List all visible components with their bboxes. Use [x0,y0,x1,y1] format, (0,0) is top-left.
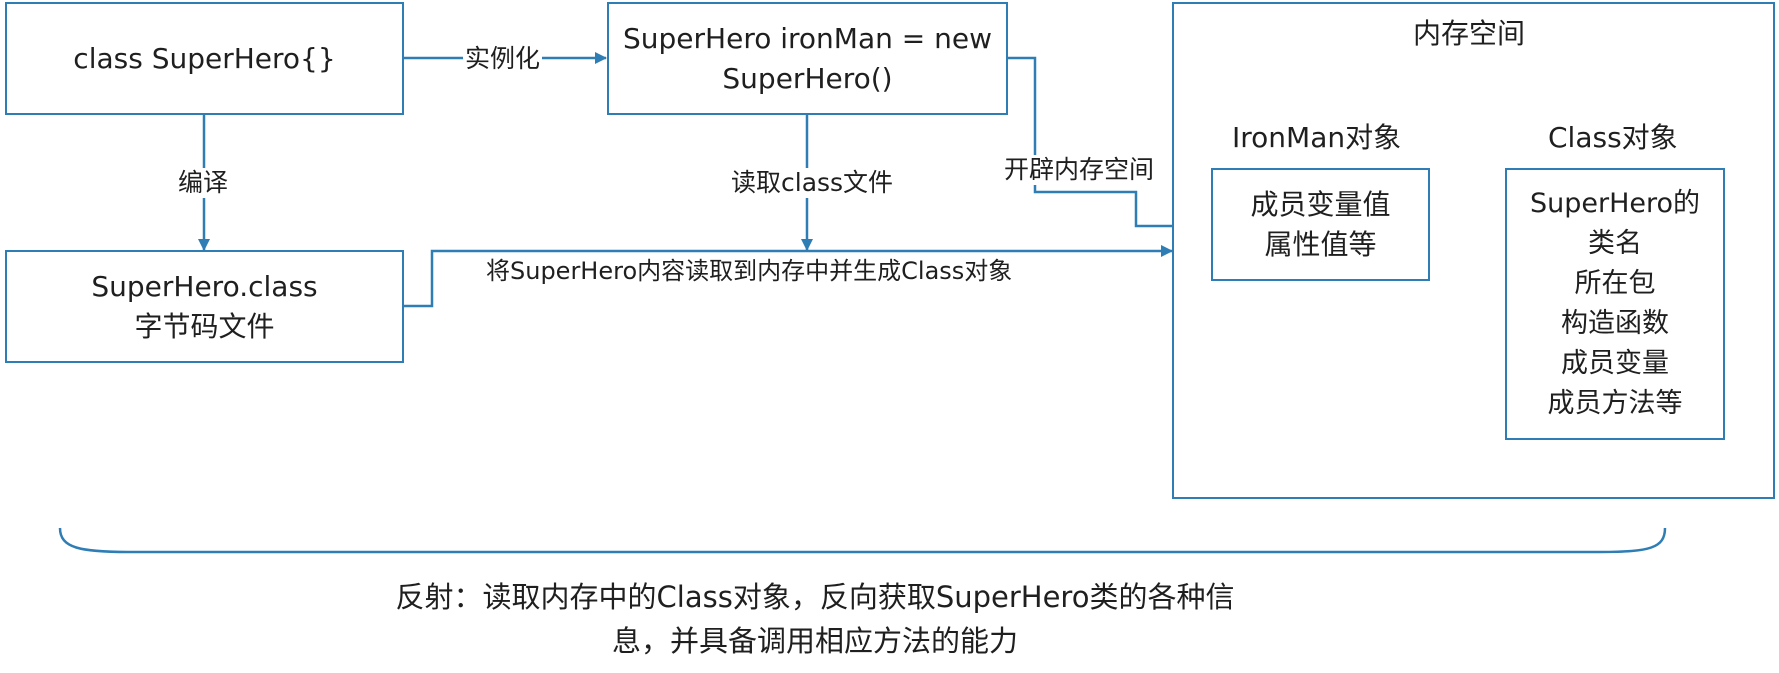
label-read-class-file: 读取class文件 [729,168,896,198]
instantiation-box: SuperHero ironMan = new SuperHero() [607,2,1008,115]
instantiation-text-line2: SuperHero() [722,61,893,95]
label-load-to-memory: 将SuperHero内容读取到内存中并生成Class对象 [486,256,1013,286]
label-instantiate: 实例化 [463,44,543,74]
class-object-line: 所在包 [1574,268,1656,299]
caption-line1: 反射：读取内存中的Class对象，反向获取SuperHero类的各种信 [395,580,1235,614]
bytecode-text-line1: SuperHero.class [91,269,318,303]
class-object-line: 类名 [1588,228,1642,259]
reflection-caption: 反射：读取内存中的Class对象，反向获取SuperHero类的各种信 息，并具… [250,575,1380,663]
class-object-line: 构造函数 [1561,308,1669,339]
label-compile: 编译 [176,168,231,198]
ironman-object-box: 成员变量值 属性值等 [1211,168,1430,281]
class-definition-text: class SuperHero{} [73,41,336,75]
class-object-line: 成员变量 [1561,348,1669,379]
bottom-brace [58,527,1667,554]
arrow-load-to-memory [404,245,1173,308]
bytecode-box: SuperHero.class 字节码文件 [5,250,404,363]
label-allocate-memory: 开辟内存空间 [1002,155,1157,185]
class-object-line: SuperHero的 [1529,188,1701,219]
memory-space-title: 内存空间 [1413,17,1526,50]
bytecode-text-line2: 字节码文件 [134,309,275,343]
class-object-line: 成员方法等 [1547,388,1683,419]
ironman-object-line: 成员变量值 [1250,187,1391,221]
class-object-box: SuperHero的 类名 所在包 构造函数 成员变量 成员方法等 [1505,168,1725,440]
caption-line2: 息，并具备调用相应方法的能力 [611,624,1018,658]
arrow-allocate-memory [1008,56,1211,232]
ironman-object-title: IronMan对象 [1232,121,1402,154]
ironman-object-line: 属性值等 [1264,227,1377,261]
class-definition-box: class SuperHero{} [5,2,404,115]
class-object-title: Class对象 [1548,121,1678,154]
instantiation-text-line1: SuperHero ironMan = new [623,21,992,55]
